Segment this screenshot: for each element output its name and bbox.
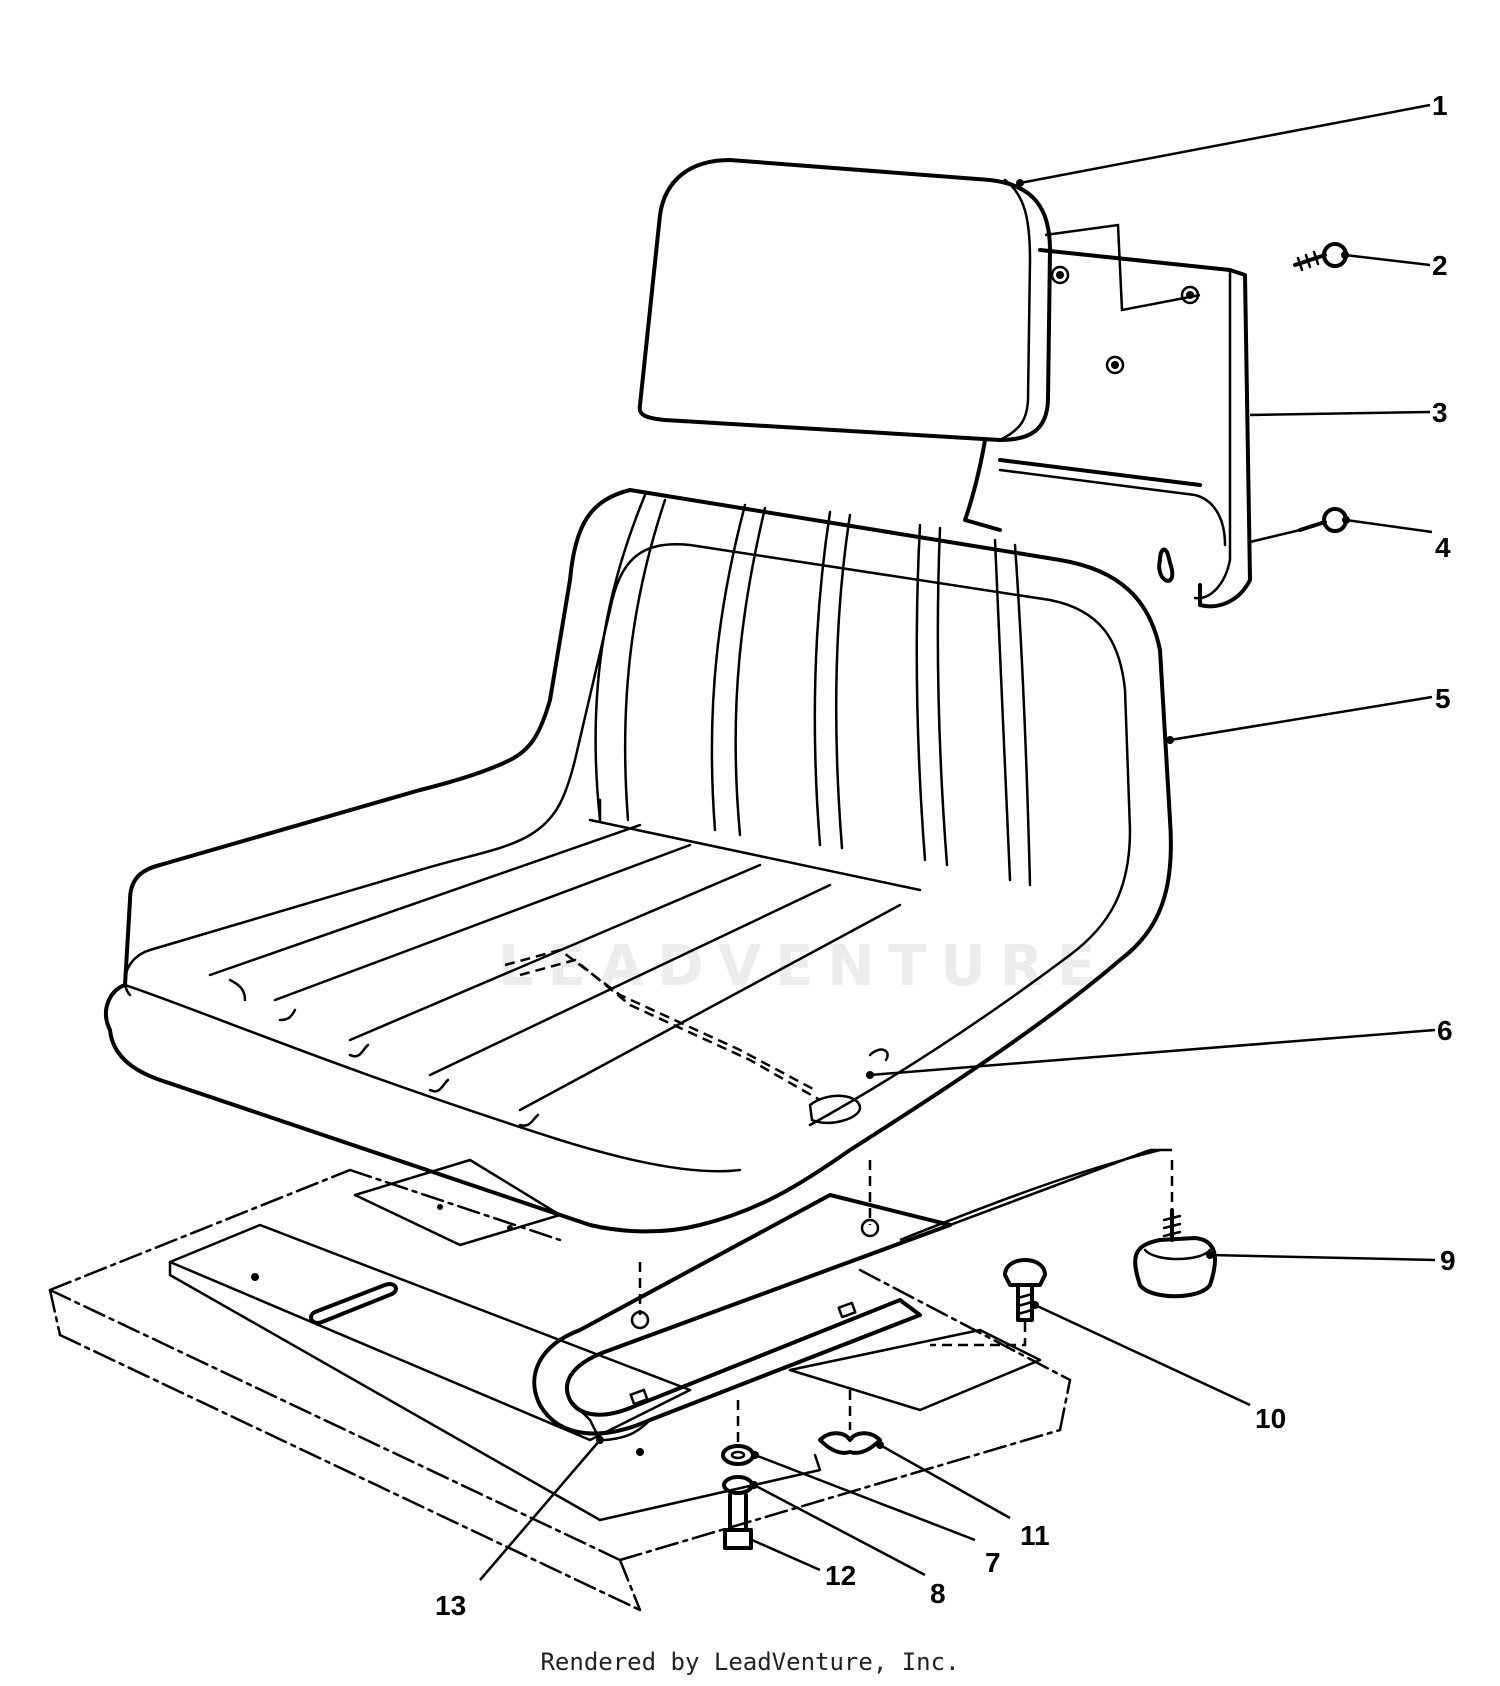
- seat-exploded-diagram: LEADVENTURE: [48, 90, 1456, 1621]
- callout-6: 6: [1437, 1015, 1453, 1046]
- watermark-text: LEADVENTURE: [498, 934, 1109, 999]
- callout-3: 3: [1432, 397, 1448, 428]
- seat-pan: [104, 488, 1173, 1234]
- callout-5: 5: [1435, 683, 1451, 714]
- bumper-part-9: [1133, 1148, 1217, 1299]
- screw-part-2: [1293, 242, 1348, 272]
- callout-7: 7: [985, 1547, 1001, 1578]
- callout-2: 2: [1432, 250, 1448, 281]
- callout-10: 10: [1255, 1403, 1286, 1434]
- callout-12: 12: [825, 1560, 856, 1591]
- leader-lines: [479, 103, 1436, 1581]
- base-plate: [48, 1158, 1072, 1612]
- callout-1: 1: [1432, 90, 1448, 121]
- callout-9: 9: [1440, 1245, 1456, 1276]
- callout-4: 4: [1435, 532, 1451, 563]
- washer-part-7: [721, 1444, 755, 1466]
- callout-8: 8: [930, 1578, 946, 1609]
- bolt-part-12: [723, 1400, 753, 1550]
- headrest: [637, 158, 1052, 532]
- callout-13: 13: [435, 1590, 466, 1621]
- wingnut-part-11: [818, 1390, 882, 1455]
- headrest-bracket: [998, 223, 1252, 609]
- seat-rail-13: [532, 1148, 1161, 1442]
- callout-11: 11: [1020, 1520, 1050, 1551]
- washer-part-8: [722, 1475, 754, 1495]
- render-credit: Rendered by LeadVenture, Inc.: [540, 1648, 960, 1676]
- callout-labels: 1 2 3 4 5 6 7 8 9 10 11 12 13: [435, 90, 1456, 1621]
- screw-part-4: [1249, 507, 1348, 544]
- bolt-part-10: [930, 1258, 1047, 1347]
